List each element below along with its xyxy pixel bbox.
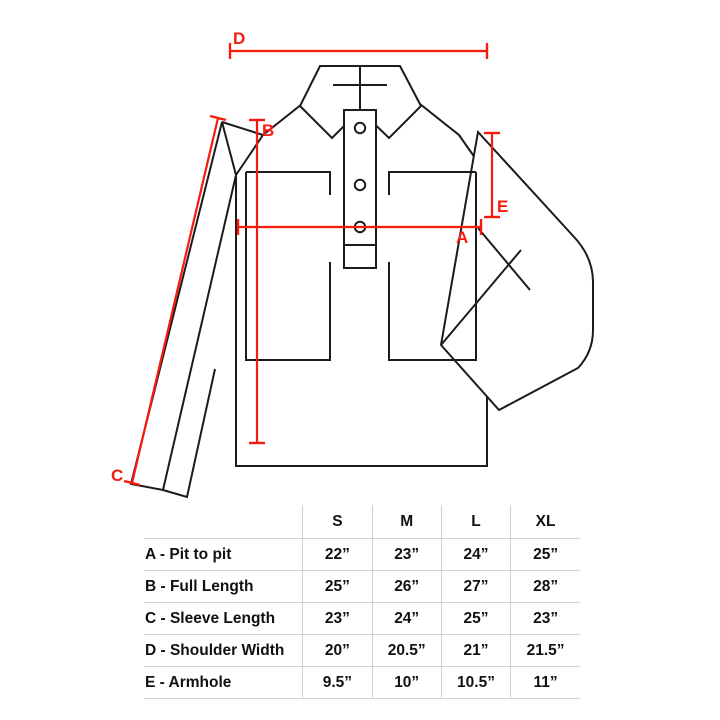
dimension-marker-C: C <box>111 114 227 487</box>
dimension-marker-B: B <box>249 118 274 445</box>
table-header-xl: XL <box>510 505 580 539</box>
cell-c-xl: 23” <box>510 602 580 635</box>
placket <box>343 109 377 269</box>
dimension-label-C: C <box>111 466 123 485</box>
pocket-left <box>245 171 331 361</box>
dimension-label-D: D <box>233 29 245 48</box>
table-header-s: S <box>302 505 373 539</box>
right-sleeve-fold-line-2 <box>440 249 522 346</box>
cell-b-m: 26” <box>371 570 442 603</box>
cell-c-m: 24” <box>371 602 442 635</box>
dimension-line-C <box>130 117 220 484</box>
pocket-right <box>388 171 477 361</box>
cell-a-m: 23” <box>371 538 442 571</box>
row-label-d: D - Shoulder Width <box>144 634 303 667</box>
table-row: A - Pit to pit 22” 23” 24” 25” <box>144 538 580 571</box>
cell-e-xl: 11” <box>510 666 580 699</box>
dimension-marker-A: A <box>236 219 483 247</box>
cell-a-s: 22” <box>302 538 373 571</box>
table-row: B - Full Length 25” 26” 27” 28” <box>144 570 580 603</box>
button-top <box>353 121 367 135</box>
row-label-b: B - Full Length <box>144 570 303 603</box>
dimension-label-A: A <box>456 228 468 247</box>
dimension-label-E: E <box>497 197 508 216</box>
table-row: C - Sleeve Length 23” 24” 25” 23” <box>144 602 580 635</box>
dimension-marker-D: D <box>228 29 489 59</box>
dimension-label-B: B <box>262 121 274 140</box>
size-chart-table: S M L XL A - Pit to pit 22” 23” 24” 25” … <box>144 505 580 699</box>
right-sleeve-fold-line-1 <box>477 227 531 291</box>
cell-b-l: 27” <box>440 570 511 603</box>
cell-c-l: 25” <box>440 602 511 635</box>
left-sleeve-cuff-line <box>162 368 216 499</box>
row-label-c: C - Sleeve Length <box>144 602 303 635</box>
row-label-e: E - Armhole <box>144 666 303 699</box>
table-header-m: M <box>371 505 442 539</box>
cell-d-s: 20” <box>302 634 373 667</box>
dimension-cap-C-top <box>209 114 227 122</box>
cell-d-m: 20.5” <box>371 634 442 667</box>
table-header-measurement <box>144 505 303 539</box>
table-header-l: L <box>440 505 511 539</box>
cell-b-s: 25” <box>302 570 373 603</box>
cell-a-xl: 25” <box>510 538 580 571</box>
row-label-a: A - Pit to pit <box>144 538 303 571</box>
cell-a-l: 24” <box>440 538 511 571</box>
table-header-row: S M L XL <box>144 505 580 539</box>
cell-b-xl: 28” <box>510 570 580 603</box>
cell-c-s: 23” <box>302 602 373 635</box>
cell-e-m: 10” <box>371 666 442 699</box>
button-middle <box>353 178 367 192</box>
table-row: E - Armhole 9.5” 10” 10.5” 11” <box>144 666 580 699</box>
right-sleeve-shape <box>439 129 594 412</box>
cell-e-s: 9.5” <box>302 666 373 699</box>
cell-d-l: 21” <box>440 634 511 667</box>
cell-d-xl: 21.5” <box>510 634 580 667</box>
left-sleeve-shape <box>129 121 238 492</box>
cell-e-l: 10.5” <box>440 666 511 699</box>
garment-illustration <box>129 65 594 499</box>
dimension-marker-E: E <box>484 131 508 219</box>
shirt-measurement-diagram: D B A E C <box>111 29 594 499</box>
table-row: D - Shoulder Width 20” 20.5” 21” 21.5” <box>144 634 580 667</box>
dimension-cap-C-bottom <box>123 479 141 487</box>
